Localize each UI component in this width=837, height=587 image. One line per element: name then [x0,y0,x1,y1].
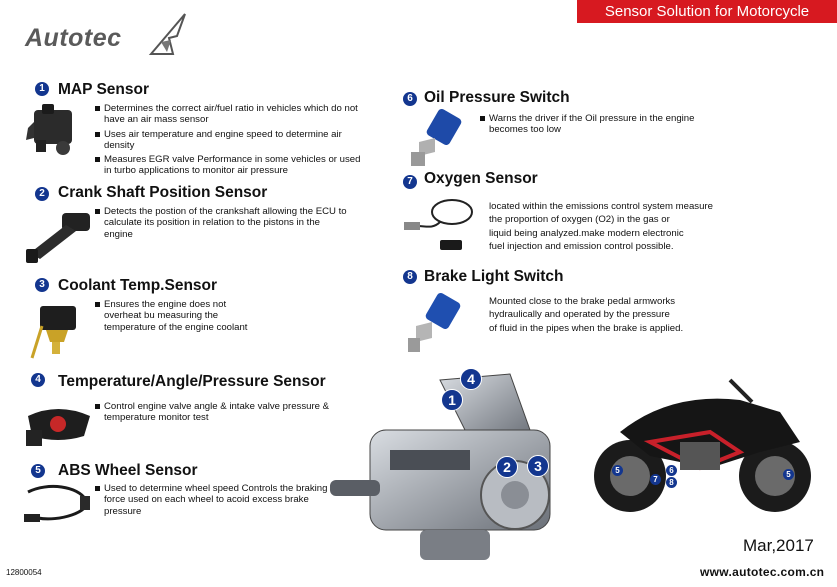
sensor-6-description: Warns the driver if the Oil pressure in … [480,113,735,139]
sensor-4-line: Control engine valve angle & intake valv… [95,401,340,424]
sensor-7-number: 7 [403,175,417,189]
sensor-8-line: of fluid in the pipes when the brake is … [489,322,684,334]
sensor-3-title: Coolant Temp.Sensor [58,277,218,294]
engine-marker-4: 4 [460,368,482,390]
sensor-3-line: Ensures the engine does not overheat bu … [95,299,255,333]
sensor-7-line: fuel injection and emission control poss… [489,240,674,252]
website-url: www.autotec.com.cn [700,565,825,579]
sensor-7-line: the proportion of oxygen (O2) in the gas… [489,214,670,226]
sensor-5-title: ABS Wheel Sensor [58,462,198,479]
bike-marker-5-front: 5 [783,469,794,480]
engine-illustration [330,373,551,560]
bike-marker-8: 8 [666,477,677,488]
engine-marker-3: 3 [527,455,549,477]
sensor-2-line: Detects the postion of the crankshaft al… [95,206,350,240]
brand-logo-text: Autotec [25,24,122,52]
oil-pressure-switch-icon [411,108,462,166]
coolant-sensor-icon [30,306,76,359]
sensor-2-number: 2 [35,187,49,201]
sensor-1-number: 1 [35,82,49,96]
publication-date: Mar,2017 [743,536,814,555]
sensor-5-line: Used to determine wheel speed Controls t… [95,483,340,517]
bike-marker-7: 7 [650,474,661,485]
tap-sensor-icon [26,409,90,446]
brake-light-switch-icon [408,292,461,352]
sensor-4-description: Control engine valve angle & intake valv… [95,401,340,427]
document-code: 12800054 [6,568,42,577]
sensor-2-description: Detects the postion of the crankshaft al… [95,206,350,243]
map-sensor-icon [26,104,72,155]
sensor-3-number: 3 [35,278,49,292]
sensor-2-title: Crank Shaft Position Sensor [58,184,268,201]
sensor-8-line: hydraulically and operated by the pressu… [489,309,670,321]
sensor-7-line: liquid being analyzed.make modern electr… [489,227,684,239]
motorcycle-illustration [594,378,811,512]
sensor-7-title: Oxygen Sensor [424,170,538,187]
bike-marker-6: 6 [666,465,677,476]
crank-sensor-icon [26,213,90,263]
header-banner: Sensor Solution for Motorcycle [577,0,837,23]
sensor-1-description: Determines the correct air/fuel ratio in… [95,103,365,180]
sensor-1-line: Measures EGR valve Performance in some v… [95,154,365,177]
engine-marker-1: 1 [441,389,463,411]
sensor-7-line: located within the emissions control sys… [489,201,713,212]
sensor-6-number: 6 [403,92,417,106]
autotec-logo-icon [148,13,186,55]
sensor-1-line: Determines the correct air/fuel ratio in… [95,103,365,126]
sensor-7-description: located within the emissions control sys… [489,201,759,254]
sensor-4-title: Temperature/Angle/Pressure Sensor [58,373,326,390]
sensor-5-description: Used to determine wheel speed Controls t… [95,483,340,520]
bike-marker-5-rear: 5 [612,465,623,476]
sensor-1-title: MAP Sensor [58,81,150,98]
sensor-8-number: 8 [403,270,417,284]
engine-marker-2: 2 [496,456,518,478]
abs-sensor-icon [24,485,90,522]
sensor-8-description: Mounted close to the brake pedal armwork… [489,296,759,336]
sensor-3-description: Ensures the engine does not overheat bu … [95,299,255,336]
oxygen-sensor-icon [404,199,473,250]
sensor-4-number: 4 [31,373,45,387]
sensor-8-title: Brake Light Switch [424,268,564,285]
sensor-6-title: Oil Pressure Switch [424,89,570,106]
sensor-1-line: Uses air temperature and engine speed to… [95,129,365,152]
sensor-8-line: Mounted close to the brake pedal armwork… [489,296,676,307]
sensor-5-number: 5 [31,464,45,478]
sensor-6-line: Warns the driver if the Oil pressure in … [480,113,735,136]
